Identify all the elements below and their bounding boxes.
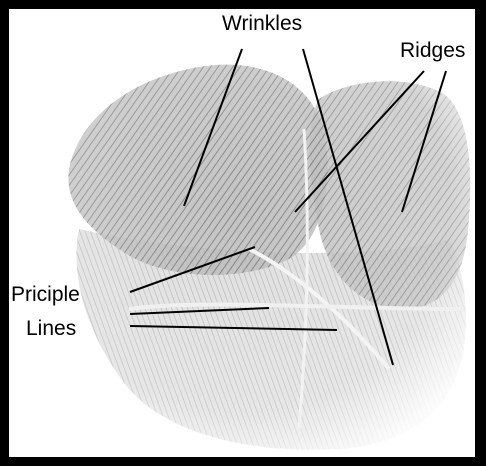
label-wrinkles: Wrinkles: [222, 13, 302, 34]
label-principle-line1: Priciple: [11, 284, 80, 305]
label-principle-line2: Lines: [26, 318, 76, 339]
label-ridges: Ridges: [400, 40, 465, 61]
palm-print-illustration: [9, 9, 475, 457]
diagram-canvas: Wrinkles Ridges Priciple Lines: [9, 9, 475, 457]
